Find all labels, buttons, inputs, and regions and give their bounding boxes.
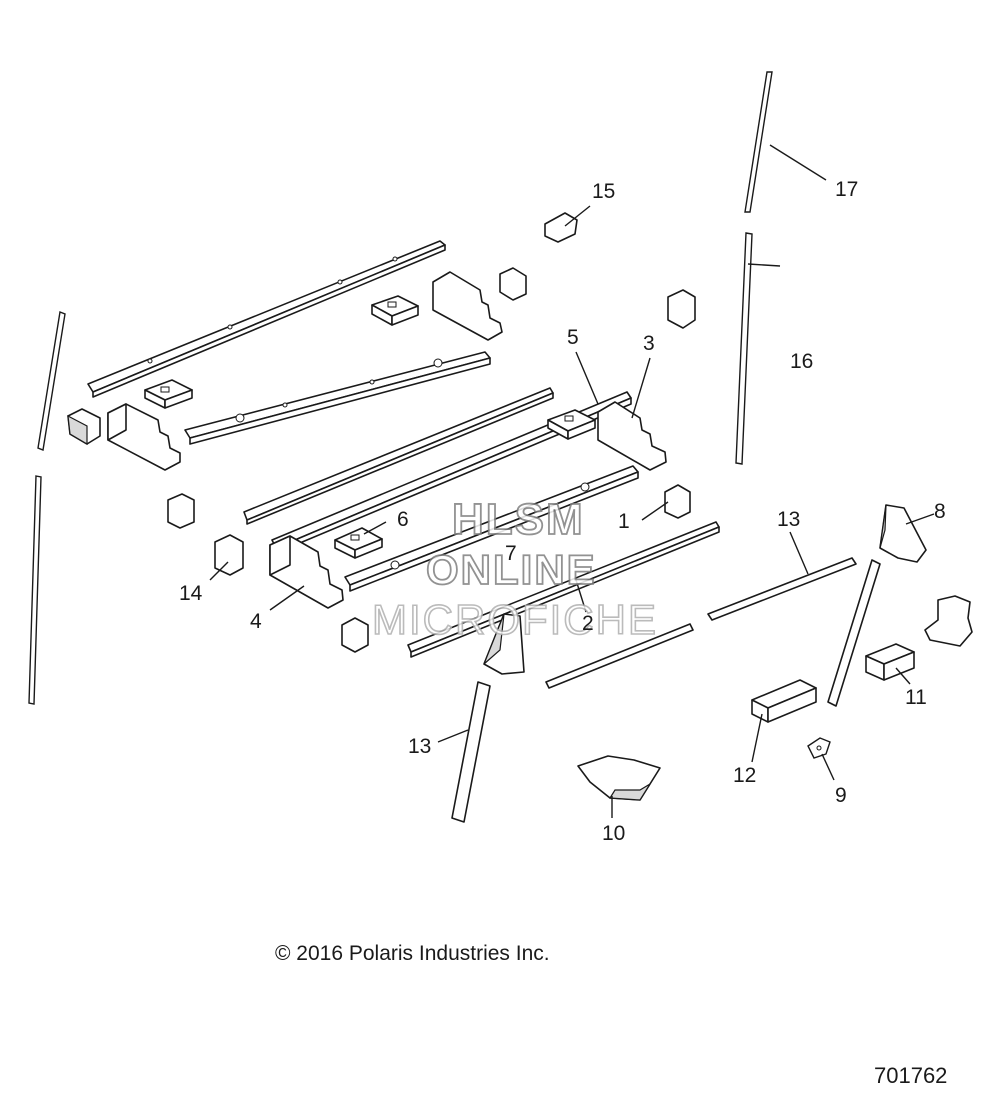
callout-5: 5: [567, 326, 579, 349]
callout-17: 17: [835, 178, 858, 201]
callout-3: 3: [643, 332, 655, 355]
watermark-line1: HLSM: [452, 495, 585, 544]
channel-block-12: [751, 679, 817, 723]
small-block-15: [544, 212, 578, 243]
rear-slotted-strip: [184, 351, 491, 445]
rear-pad-right: [371, 295, 419, 326]
callout-16: 16: [790, 350, 813, 373]
callout-8: 8: [934, 500, 946, 523]
leader-lines: [209, 144, 935, 818]
callout-9: 9: [835, 784, 847, 807]
small-block-1: [664, 484, 691, 519]
callout-10: 10: [602, 822, 625, 845]
left-rod-lower: [28, 475, 42, 705]
corner-post-right: [879, 504, 927, 563]
front-bracket-right: [597, 401, 667, 471]
rod-17: [744, 71, 773, 213]
callout-13-lower: 13: [408, 735, 431, 758]
callout-4: 4: [250, 610, 262, 633]
callout-13-upper: 13: [777, 508, 800, 531]
block-11: [865, 643, 915, 681]
rear-pad-left: [144, 379, 193, 409]
front-bracket-left: [269, 535, 344, 609]
callout-15: 15: [592, 180, 615, 203]
callout-6: 6: [397, 508, 409, 531]
small-block-lower-left: [341, 617, 369, 653]
plate-9: [807, 737, 831, 759]
front-slotted-strip: [344, 465, 639, 592]
callout-14: 14: [179, 582, 203, 605]
rear-top-rail: [87, 240, 446, 398]
callout-labels: 1 2 3 4 5 6 7 8 9 10 11 12 13 13 14 15 1…: [179, 178, 946, 845]
watermark-line2: ONLINE: [426, 546, 597, 593]
front-pad-right: [547, 409, 596, 440]
rod-16: [735, 232, 753, 465]
watermark: HLSM ONLINE MICROFICHE: [371, 494, 658, 644]
long-bar-upper: [707, 557, 857, 621]
copyright-notice: © 2016 Polaris Industries Inc.: [275, 942, 550, 965]
small-block-14: [214, 534, 244, 576]
small-block-left-upper: [67, 408, 101, 446]
corner-post-left: [483, 613, 525, 675]
rear-bracket-right: [432, 271, 503, 341]
callout-2: 2: [582, 612, 594, 635]
cross-piece-right: [924, 595, 973, 647]
left-rod-upper: [37, 311, 66, 451]
front-pad-6: [334, 527, 383, 559]
small-block-right-mid: [667, 289, 696, 329]
vertical-bar-13: [451, 681, 491, 823]
front-notched-rail: [407, 521, 720, 658]
diagonal-bar-right: [827, 559, 881, 707]
cross-piece-10: [577, 755, 661, 801]
center-notched-rail: [243, 387, 554, 525]
rear-bracket-left: [107, 403, 181, 471]
callout-12: 12: [733, 764, 756, 787]
callout-11: 11: [905, 686, 927, 709]
long-bar-lower: [545, 623, 694, 689]
small-block-left-mid: [167, 493, 195, 529]
watermark-line3: MICROFICHE: [372, 596, 658, 643]
drawing-number: 701762: [874, 1063, 948, 1088]
callout-7: 7: [505, 542, 517, 565]
callout-1: 1: [618, 510, 630, 533]
small-block-rear-right: [499, 267, 527, 301]
